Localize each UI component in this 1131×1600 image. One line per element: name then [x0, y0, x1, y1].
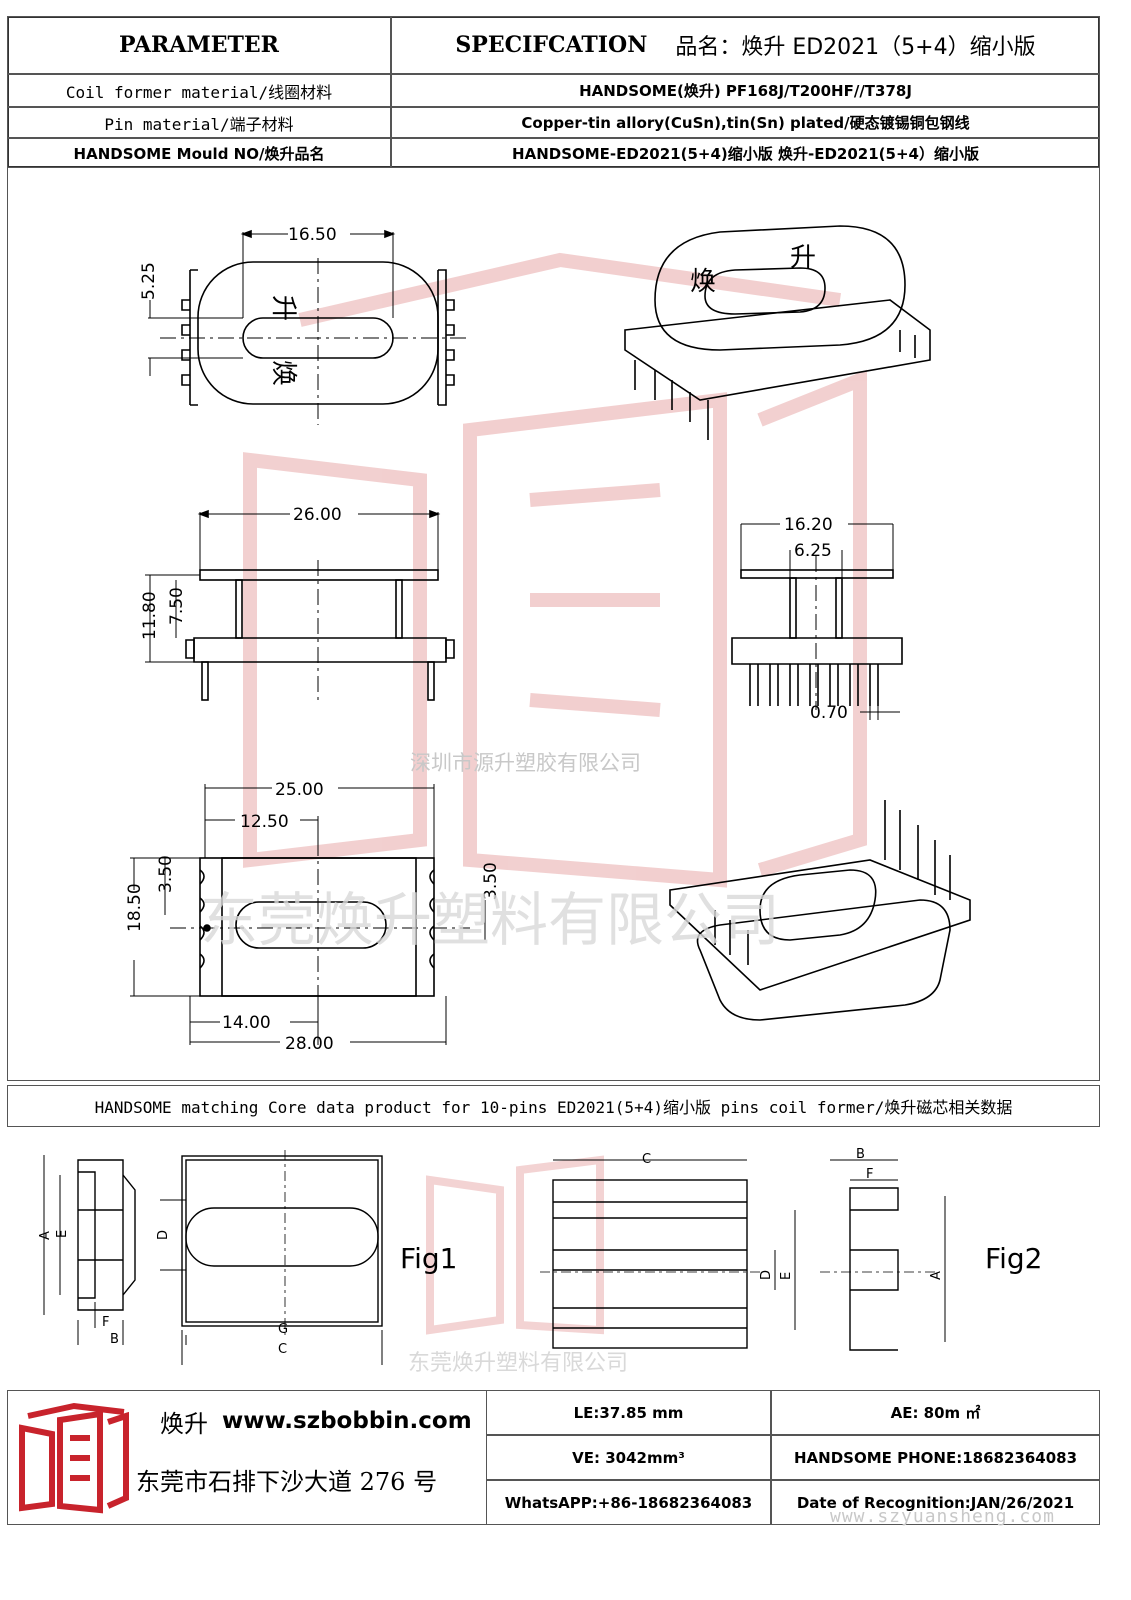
core-label-b2: B	[856, 1147, 865, 1162]
core-i-side	[820, 1159, 946, 1351]
core-label-e1: E	[55, 1230, 70, 1238]
site-watermark: www.szyuansheng.com	[830, 1506, 1055, 1527]
watermark-logo	[243, 252, 867, 888]
coil-material-value: HANDSOME(焕升) PF168J/T200HF//T378J	[391, 74, 1100, 107]
iso-char-2: 升	[790, 243, 816, 273]
dim-bottom-14: 14.00	[222, 1013, 271, 1033]
iso-char-1: 焕	[690, 267, 716, 297]
core-label-g1: G	[278, 1322, 288, 1337]
dim-front-height: 11.80	[140, 591, 160, 640]
mould-no-value: HANDSOME-ED2021(5+4)缩小版 焕升-ED2021(5+4）缩小…	[391, 138, 1100, 168]
top-view	[148, 229, 470, 425]
drawing-frame	[7, 168, 1100, 1081]
iso-view-top	[624, 225, 931, 440]
front-view	[145, 509, 455, 701]
core-i-front	[540, 1159, 796, 1349]
iso-view-bottom	[669, 800, 971, 1021]
dim-pin-dia: 0.70	[810, 703, 848, 723]
core-description: HANDSOME matching Core data product for …	[7, 1085, 1100, 1127]
core-figures: 东莞焕升塑料有限公司	[38, 1147, 1042, 1376]
fig2-label: Fig2	[985, 1242, 1042, 1275]
mould-no-label: HANDSOME Mould NO/焕升品名	[7, 138, 391, 168]
watermark-big: 东莞焕升塑料有限公司	[200, 886, 780, 954]
technical-drawing: 16.50 5.25 26.00 11.80 7.50 16.20 6.25 0…	[125, 225, 971, 1054]
spec-heading: SPECIFCATION 品名：焕升 ED2021（5+4）缩小版	[391, 16, 1100, 74]
spec-label: SPECIFCATION	[455, 32, 648, 58]
core-label-f2: F	[866, 1167, 873, 1182]
company-website[interactable]: www.szbobbin.com	[222, 1408, 472, 1434]
company-brand: 焕升	[160, 1409, 208, 1438]
ve-value: VE: 3042mm³	[486, 1435, 771, 1480]
core-label-a2: A	[929, 1271, 944, 1280]
product-name: 品名：焕升 ED2021（5+4）缩小版	[675, 35, 1036, 60]
company-brand-line: 焕升 www.szbobbin.com	[160, 1400, 480, 1442]
core-label-f1: F	[102, 1315, 109, 1330]
dim-top-slot: 5.25	[139, 262, 159, 300]
dim-pitch-left: 3.50	[156, 855, 176, 893]
watermark-core: 东莞焕升塑料有限公司	[408, 1351, 628, 1376]
phone-value: HANDSOME PHONE:18682364083	[771, 1435, 1100, 1480]
parameter-heading: PARAMETER	[7, 16, 391, 74]
company-address: 东莞市石排下沙大道 276 号	[136, 1467, 438, 1496]
dim-side-width: 16.20	[784, 515, 833, 535]
core-label-e2: E	[779, 1272, 794, 1280]
coil-material-label: Coil former material/线圈材料	[7, 74, 391, 107]
dim-bottom-width: 18.50	[125, 883, 145, 932]
dim-bottom-half: 12.50	[240, 812, 289, 832]
dim-bottom-length: 25.00	[275, 780, 324, 800]
bottom-view	[130, 784, 486, 1045]
pin-material-label: Pin material/端子材料	[7, 107, 391, 138]
company-logo	[19, 1402, 129, 1514]
core-label-c2: C	[642, 1152, 651, 1167]
dim-side-inner: 6.25	[794, 541, 832, 561]
pin-material-value: Copper-tin allory(CuSn),tin(Sn) plated/硬…	[391, 107, 1100, 138]
core-e-side	[43, 1155, 136, 1345]
core-label-c1: C	[278, 1342, 287, 1357]
core-label-d2: D	[759, 1270, 774, 1280]
dim-pitch-right: 3.50	[481, 862, 501, 900]
dim-bottom-28: 28.00	[285, 1034, 334, 1054]
top-view-char-1: 升	[268, 295, 298, 321]
ae-value: AE: 80m ㎡	[771, 1390, 1100, 1435]
core-e-top	[160, 1150, 383, 1365]
side-view	[731, 523, 903, 720]
fig1-label: Fig1	[400, 1242, 457, 1275]
whatsapp-value: WhatsAPP:+86-18682364083	[486, 1480, 771, 1525]
dim-front-inner: 7.50	[167, 587, 187, 625]
dim-top-width: 16.50	[288, 225, 337, 245]
le-value: LE:37.85 mm	[486, 1390, 771, 1435]
date-value: Date of Recognition:JAN/26/2021	[771, 1480, 1100, 1525]
top-view-char-2: 焕	[268, 360, 298, 386]
watermark-small: 深圳市源升塑胶有限公司	[410, 751, 641, 775]
core-label-b1: B	[110, 1332, 119, 1347]
dim-front-width: 26.00	[293, 505, 342, 525]
core-label-a1: A	[38, 1231, 53, 1240]
core-label-d1: D	[156, 1230, 171, 1240]
core-watermark-logo	[426, 1155, 604, 1335]
